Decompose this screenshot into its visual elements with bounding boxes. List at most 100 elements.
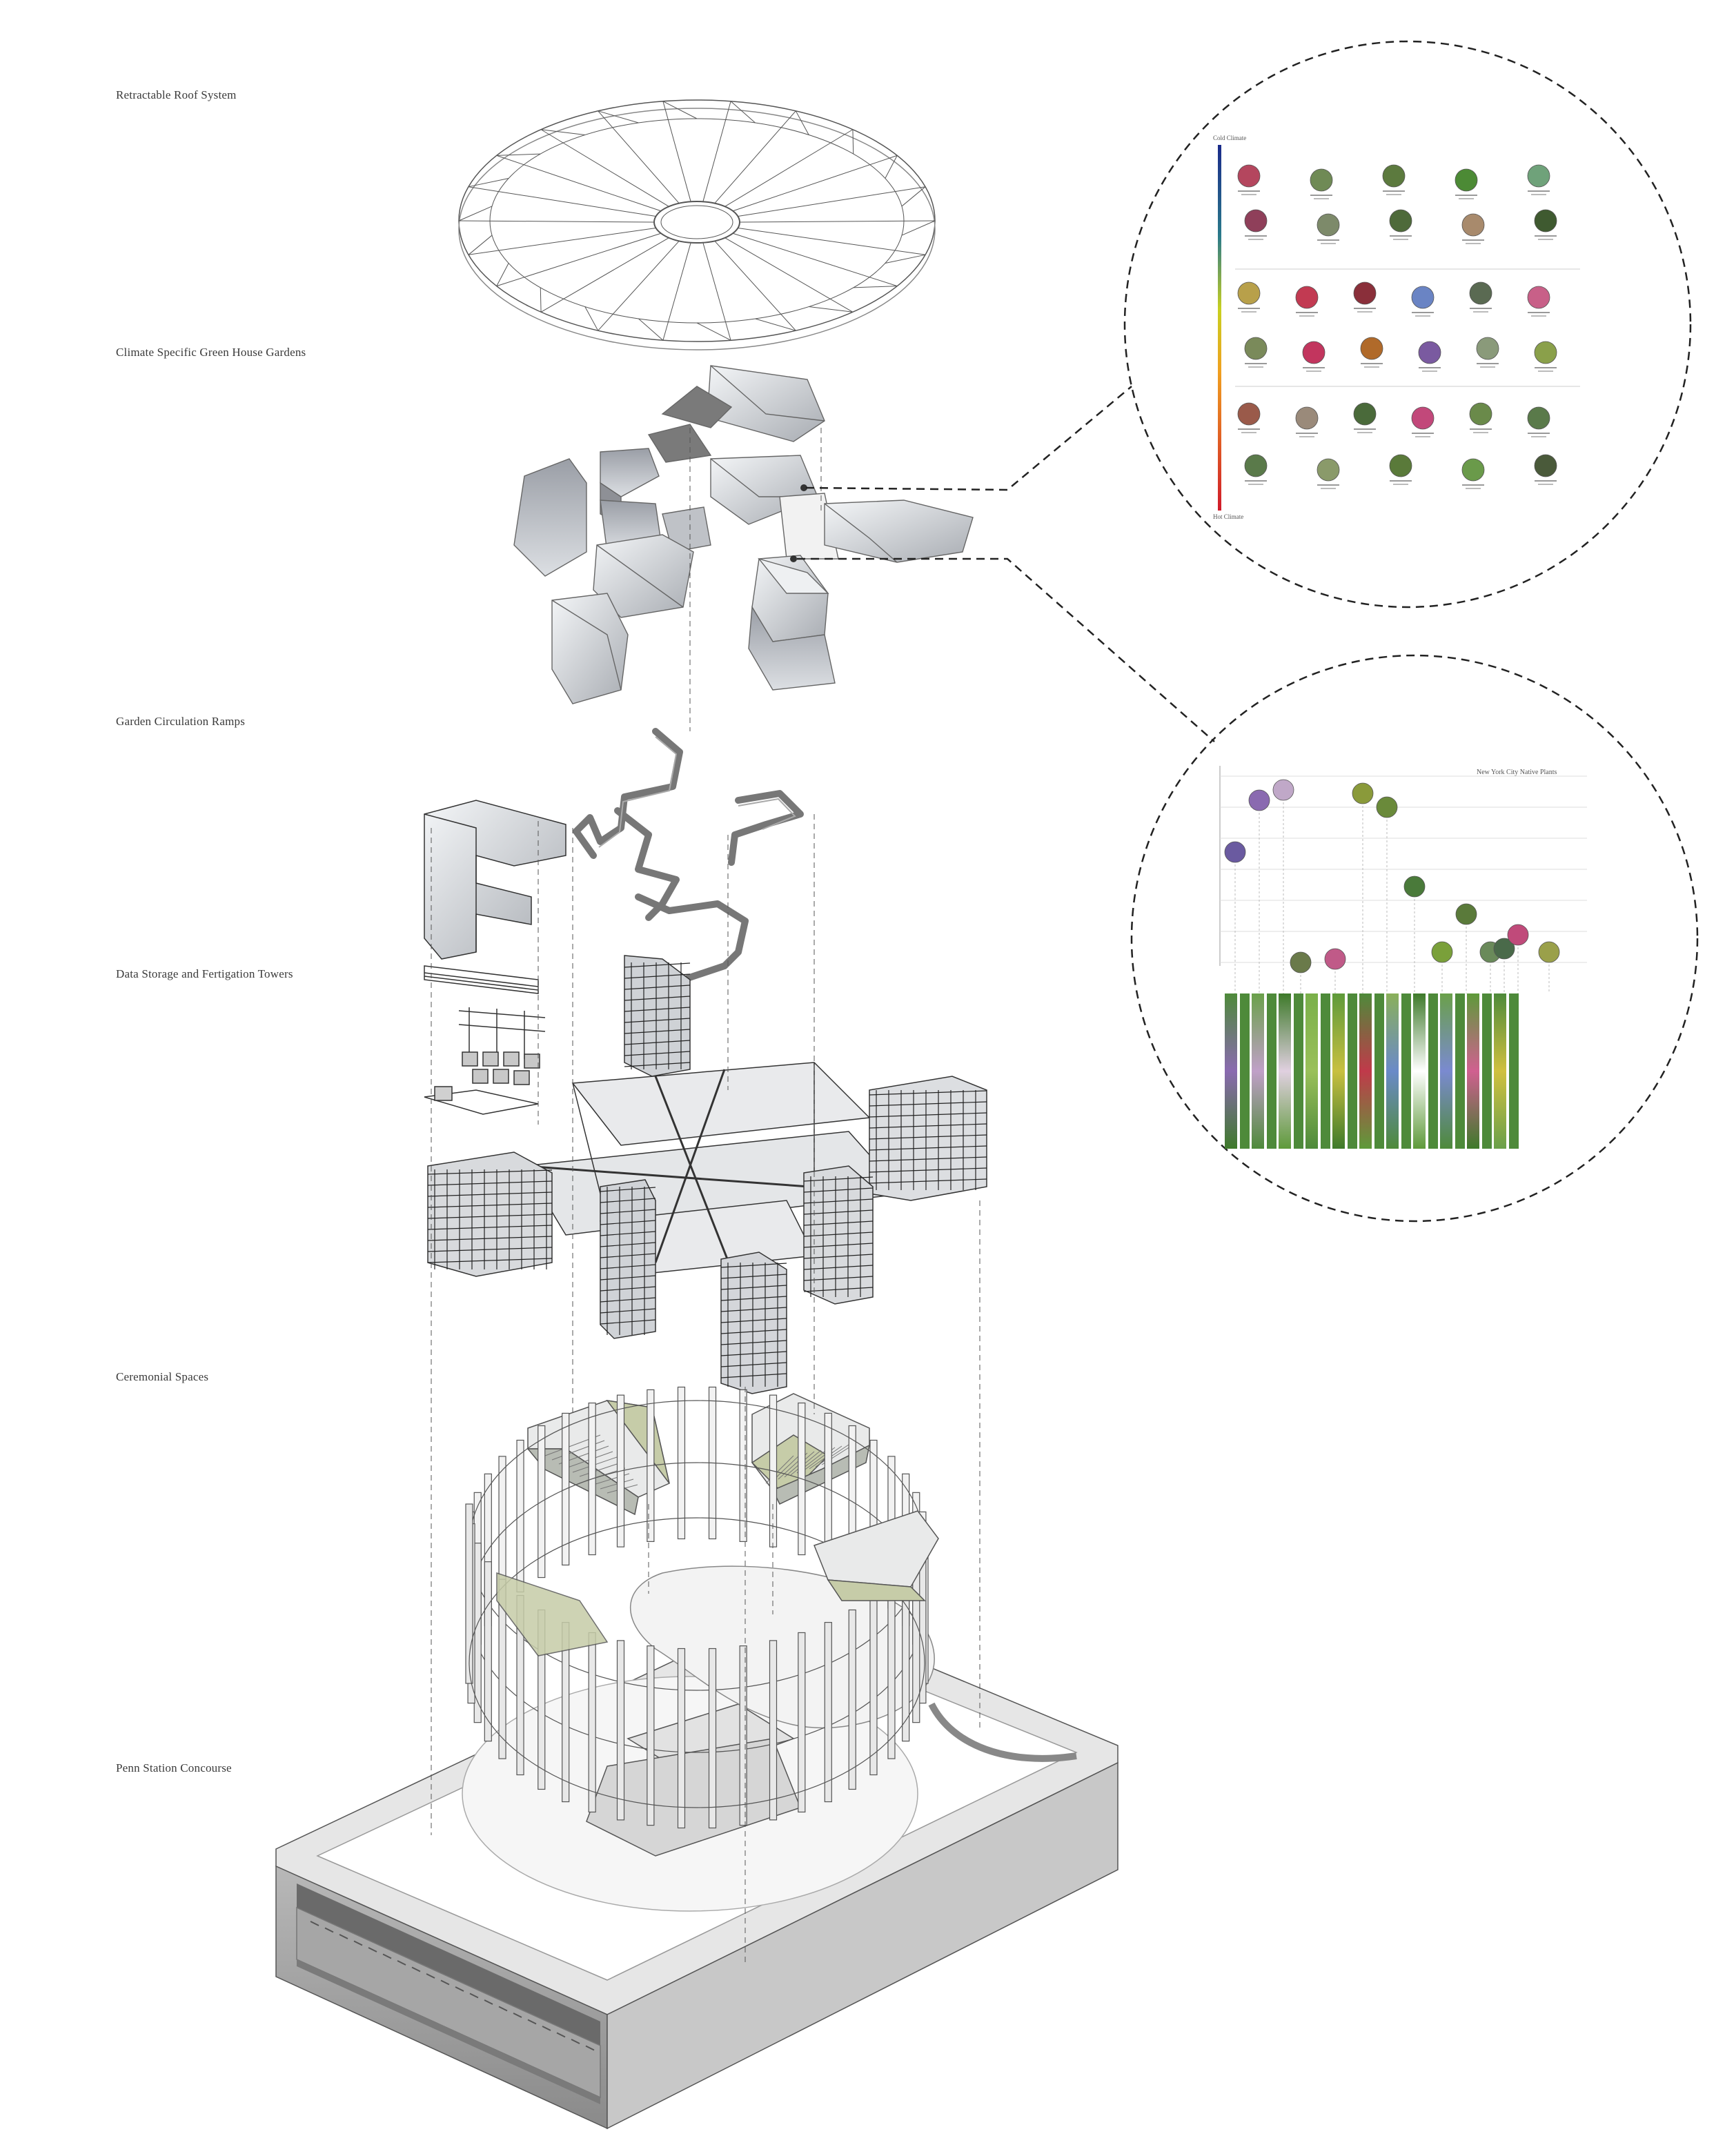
climate-plant-caption-line (1299, 315, 1314, 317)
tower-floor-line (720, 1362, 787, 1367)
roof-brace (885, 254, 926, 264)
track-mark (426, 1973, 435, 1979)
tower-floor-line (624, 1007, 691, 1012)
tower-floor-line (624, 1040, 691, 1045)
native-plant-foliage-column (1455, 993, 1465, 1149)
climate-plant-swatch (1295, 406, 1319, 430)
roof-rib (732, 155, 898, 212)
rotunda-column (647, 1645, 655, 1826)
tower-floor-line (427, 1225, 553, 1230)
climate-plant-caption-line (1299, 436, 1314, 437)
climate-plant-caption-line (1535, 235, 1557, 237)
climate-plant-swatch (1244, 337, 1268, 360)
roof-brace (809, 306, 853, 313)
climate-plant-caption-line (1470, 308, 1492, 309)
tower-floor-line (624, 962, 691, 968)
roof-rib (662, 242, 691, 341)
climate-plant-caption-line (1303, 367, 1325, 368)
native-plant-bloom-column (1305, 993, 1318, 1149)
fertigation-towers (424, 800, 987, 1394)
climate-plant-caption-line (1538, 239, 1553, 240)
climate-plant-swatch (1244, 454, 1268, 477)
tower-floor-line (600, 1253, 656, 1258)
track-mark (571, 2039, 580, 2044)
roof-rib (540, 129, 669, 207)
climate-plant-swatch (1469, 402, 1492, 426)
roof-brace (885, 155, 898, 179)
rotunda-column (465, 1503, 473, 1684)
climate-plant-swatch (1418, 341, 1441, 364)
tower-floor-line (600, 1264, 656, 1269)
track-mark (527, 2019, 537, 2025)
climate-plant-caption-line (1321, 243, 1336, 244)
track-mark (353, 1940, 363, 1946)
climate-plant-caption-line (1455, 195, 1477, 196)
climate-plant-caption-line (1412, 312, 1434, 313)
tower-floor-line (720, 1296, 787, 1301)
tower-floor-line (624, 1062, 691, 1067)
rotunda-column (769, 1640, 778, 1821)
tower-floor-line (427, 1203, 553, 1208)
climate-plant-caption-line (1248, 366, 1263, 368)
rotunda-column (677, 1648, 686, 1829)
track-mark (469, 1992, 479, 1999)
tower-floor-line (720, 1340, 787, 1345)
climate-plant-swatch (1534, 341, 1557, 364)
climate-plant-caption-line (1310, 195, 1332, 196)
tower-floor-line (720, 1318, 787, 1323)
roof-rib (702, 242, 731, 341)
climate-plant-caption-line (1321, 488, 1336, 489)
climate-plant-caption-line (1241, 194, 1256, 195)
climate-plant-caption-line (1296, 433, 1318, 434)
native-plant-bloom-column (1252, 993, 1264, 1149)
climate-plant-swatch (1411, 286, 1435, 309)
native-plants-title: New York City Native Plants (1477, 769, 1557, 776)
track-mark (556, 2032, 566, 2038)
tower-floor-line (427, 1247, 553, 1252)
native-plant-swatch (1376, 796, 1398, 818)
tower-floor-line (600, 1275, 656, 1280)
ramp-edge-lines (598, 736, 796, 848)
label-greenhouse-gardens: Climate Specific Green House Gardens (116, 346, 306, 359)
roof-brace (638, 318, 664, 341)
climate-plant-caption-line (1473, 311, 1488, 313)
climate-plant-caption-line (1248, 484, 1263, 485)
climate-plant-caption-line (1354, 428, 1376, 430)
tower-floor-line (720, 1307, 787, 1312)
climate-plant-caption-line (1531, 194, 1546, 195)
climate-plant-swatch (1461, 458, 1485, 482)
climate-plant-caption-line (1531, 315, 1546, 317)
climate-plant-caption-line (1470, 428, 1492, 430)
native-plant-swatch (1493, 938, 1515, 960)
native-plant-swatch (1224, 841, 1246, 863)
native-plant-swatch (1455, 903, 1477, 925)
greenhouse-gardens (513, 365, 974, 704)
roof-brace (901, 220, 936, 236)
native-plant-swatch (1403, 876, 1426, 898)
rotunda-column (798, 1632, 806, 1813)
climate-plant-caption-line (1361, 363, 1383, 364)
native-plant-bloom-column (1440, 993, 1452, 1149)
native-plant-foliage-column (1294, 993, 1303, 1149)
climate-plant-swatch (1317, 458, 1340, 482)
climate-plant-swatch (1382, 164, 1406, 188)
label-retractable-roof: Retractable Roof System (116, 88, 237, 101)
climate-plant-swatch (1527, 164, 1550, 188)
roof-brace (901, 186, 926, 207)
tower-floor-line (600, 1198, 656, 1203)
rotunda-column (824, 1621, 832, 1803)
roof-brace (468, 235, 493, 255)
roof-rib (739, 220, 936, 223)
climate-plant-swatch (1455, 168, 1478, 192)
climate-plant-caption-line (1306, 370, 1321, 372)
climate-plant-swatch (1317, 213, 1340, 237)
climate-plant-swatch (1411, 406, 1435, 430)
roof-brace (584, 306, 599, 331)
rotunda-ring-bottom (469, 1517, 925, 1808)
tower-floor-line (427, 1258, 553, 1263)
climate-plant-caption-line (1296, 312, 1318, 313)
climate-plant-caption-line (1412, 433, 1434, 434)
climate-plant-caption-line (1390, 235, 1412, 237)
roof-rib (733, 233, 898, 287)
